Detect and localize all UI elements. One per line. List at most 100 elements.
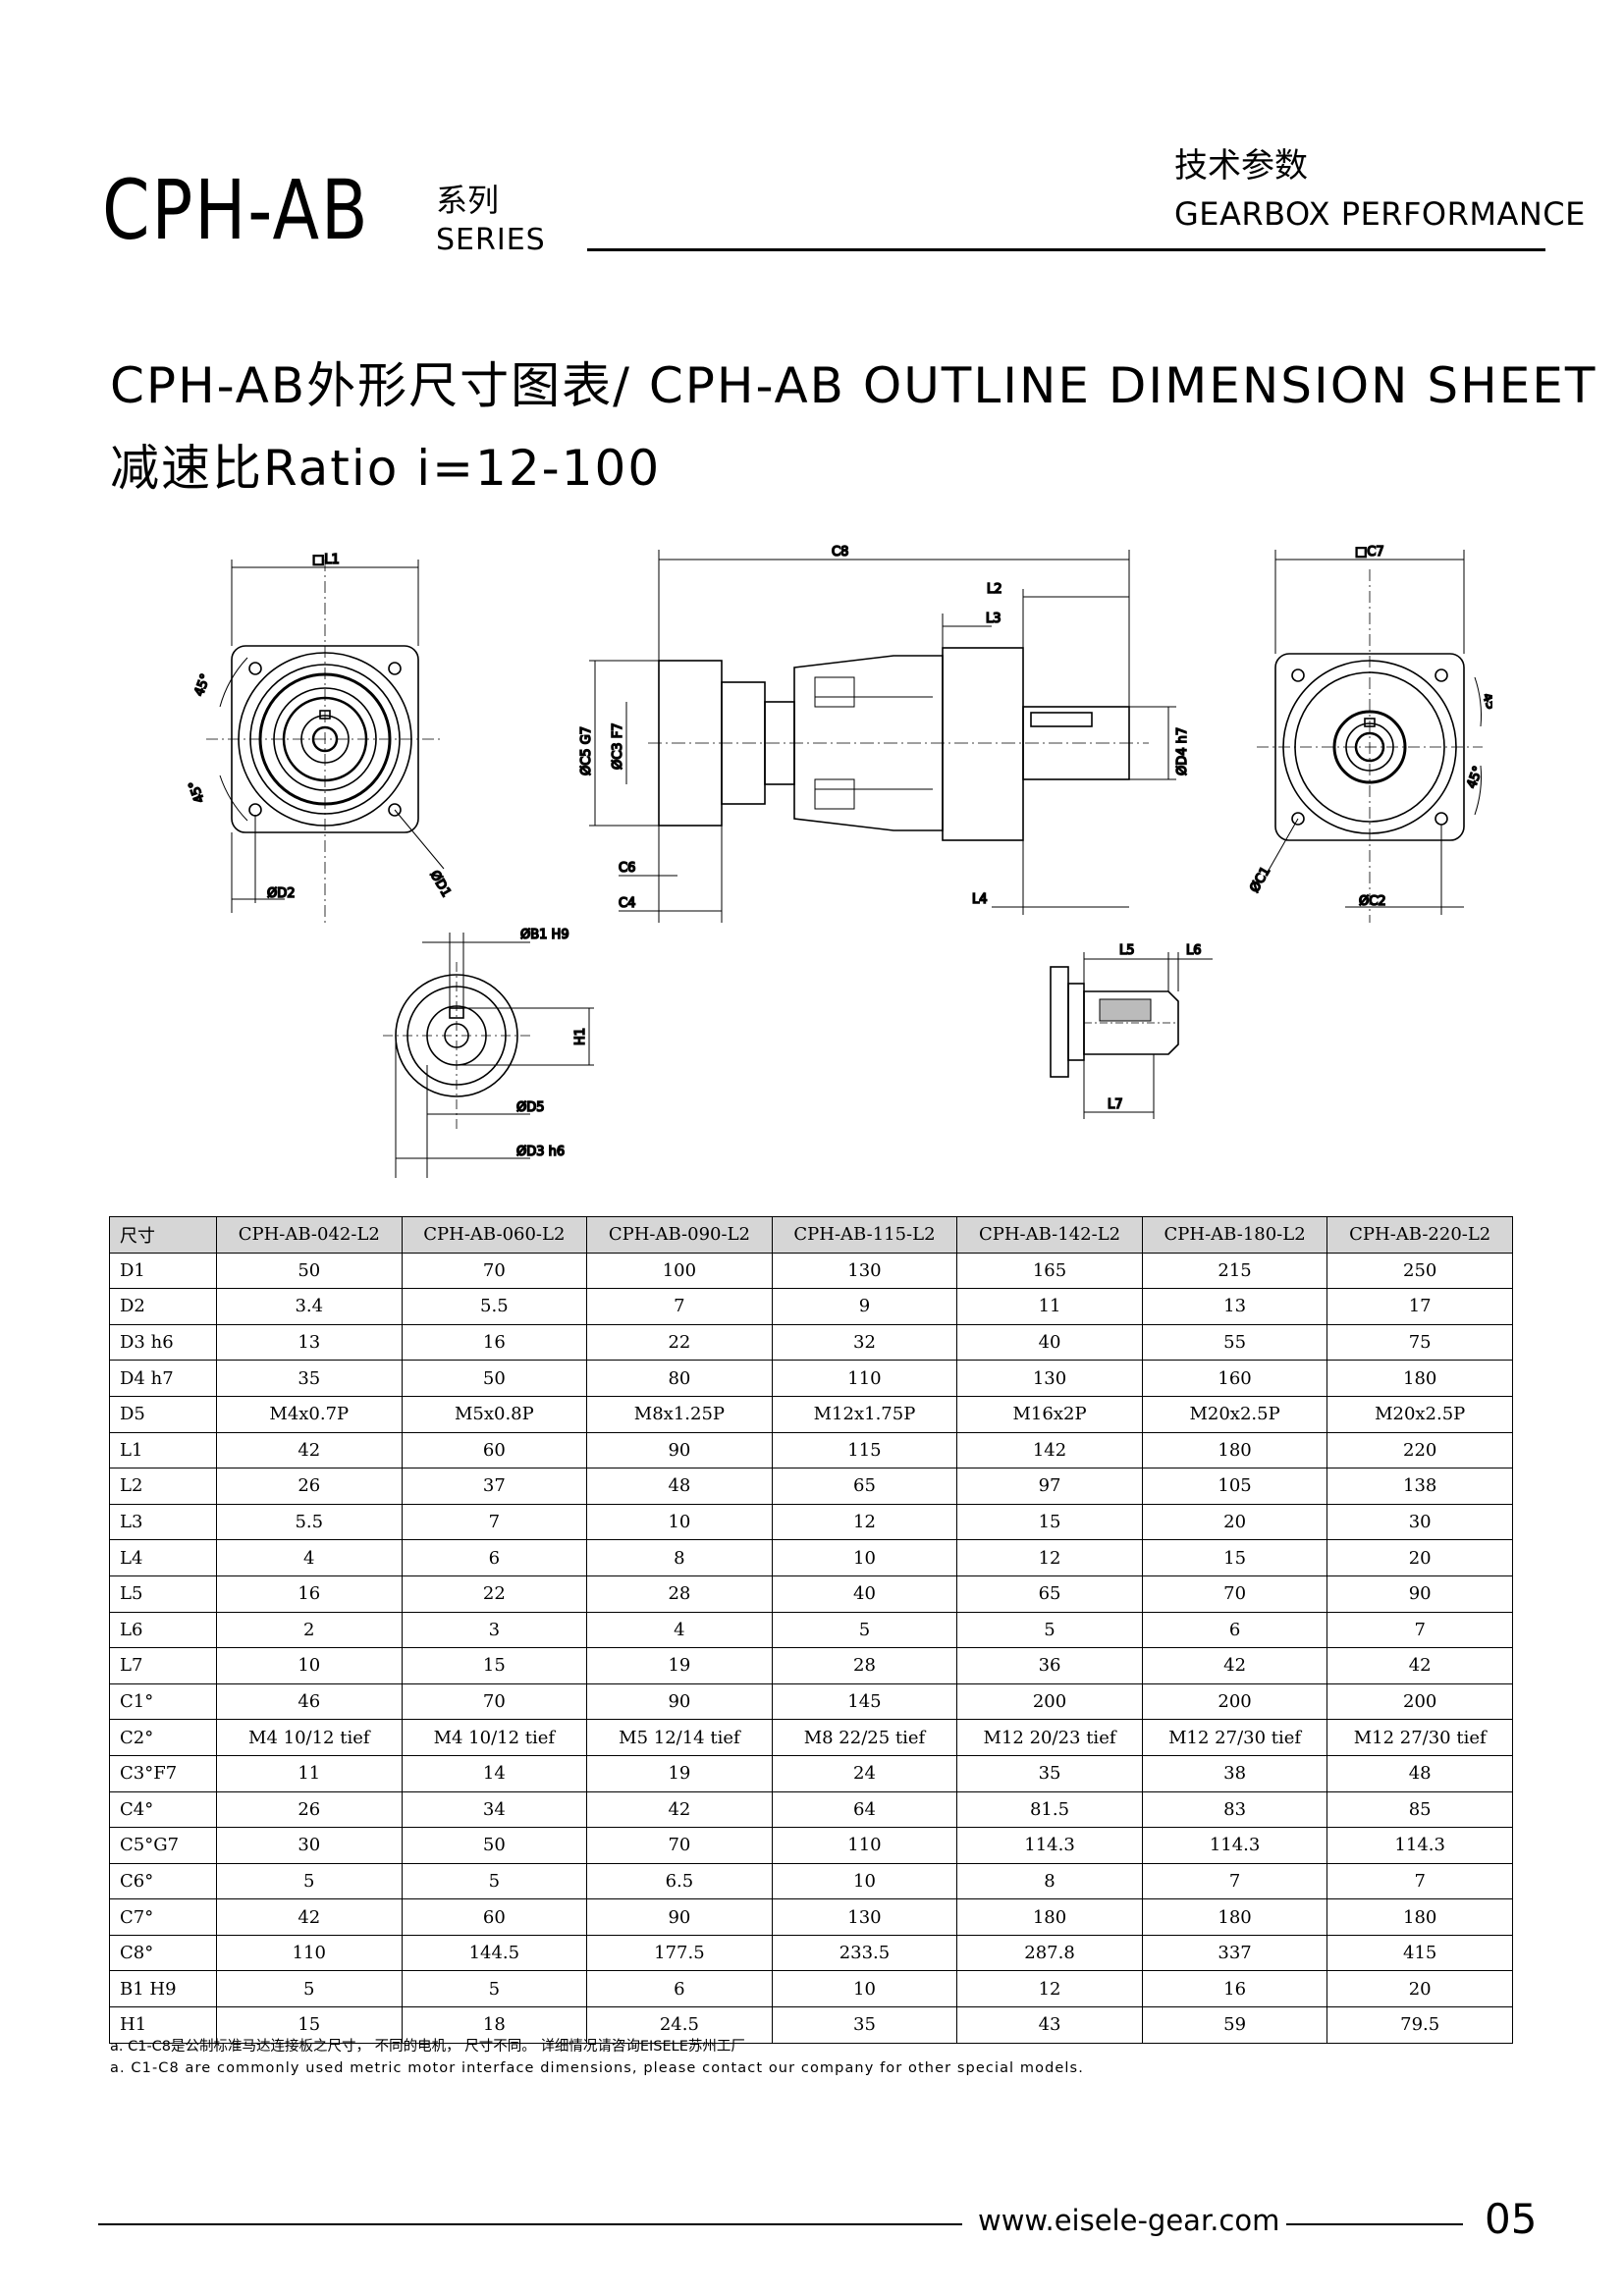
table-cell: 4 (216, 1539, 403, 1576)
table-cell: 5 (401, 1862, 588, 1900)
table-cell: 42 (1141, 1647, 1328, 1684)
table-cell: 50 (401, 1827, 588, 1864)
table-cell: M8 22/25 tief (771, 1719, 958, 1756)
table-row-label: D3 h6 (109, 1323, 217, 1362)
table-cell: 60 (401, 1431, 588, 1469)
table-cell: M4 10/12 tief (401, 1719, 588, 1756)
label-L4: L4 (972, 892, 988, 907)
table-cell: 180 (1141, 1431, 1328, 1469)
table-cell: 130 (771, 1252, 958, 1290)
table-row-label: C1° (109, 1682, 217, 1721)
table-cell: 38 (1141, 1754, 1328, 1792)
table-cell: 80 (586, 1360, 773, 1397)
label-H1: H1 (573, 1028, 588, 1045)
table-cell: 28 (771, 1647, 958, 1684)
table-cell: 20 (1326, 1970, 1513, 2008)
table-cell: 24.5 (586, 2006, 773, 2044)
table-header-model: CPH-AB-180-L2 (1141, 1216, 1328, 1254)
table-cell: 337 (1141, 1934, 1328, 1972)
table-header-model: CPH-AB-090-L2 (586, 1216, 773, 1254)
table-cell: 16 (401, 1323, 588, 1362)
table-cell: 18 (401, 2006, 588, 2044)
table-cell: 200 (956, 1682, 1143, 1721)
outline-drawing: □L1 ØD2 ØD1 45° 45° (187, 544, 1492, 1178)
footnote-en: a. C1-C8 are commonly used metric motor … (110, 2060, 1084, 2076)
table-cell: M16x2P (956, 1395, 1143, 1433)
table-cell: 6.5 (586, 1862, 773, 1900)
table-cell: 100 (586, 1252, 773, 1290)
table-row-label: L4 (109, 1539, 217, 1576)
table-row-label: D5 (109, 1395, 217, 1433)
table-cell: M12 20/23 tief (956, 1719, 1143, 1756)
table-cell: 12 (956, 1539, 1143, 1576)
label-B1: ØB1 H9 (520, 928, 569, 942)
label-L7: L7 (1108, 1097, 1123, 1112)
table-cell: 165 (956, 1252, 1143, 1290)
table-header-model: CPH-AB-115-L2 (771, 1216, 958, 1254)
table-cell: 35 (956, 1754, 1143, 1792)
table-cell: 180 (1326, 1898, 1513, 1936)
table-cell: 36 (956, 1647, 1143, 1684)
label-L6: L6 (1186, 943, 1202, 958)
table-cell: M5 12/14 tief (586, 1719, 773, 1756)
table-cell: 11 (956, 1288, 1143, 1325)
table-cell: 160 (1141, 1360, 1328, 1397)
table-cell: 12 (956, 1970, 1143, 2008)
table-row-label: C5°G7 (109, 1827, 217, 1864)
label-D2: ØD2 (267, 886, 296, 901)
table-cell: 250 (1326, 1252, 1513, 1290)
table-cell: 55 (1141, 1323, 1328, 1362)
table-cell: M8x1.25P (586, 1395, 773, 1433)
table-cell: 75 (1326, 1323, 1513, 1362)
table-cell: 13 (216, 1323, 403, 1362)
label-deg2: 45° (187, 778, 208, 805)
label-D4: ØD4 h7 (1175, 727, 1190, 775)
table-row-label: D4 h7 (109, 1360, 217, 1397)
table-row-label: D1 (109, 1252, 217, 1290)
table-cell: 5 (956, 1611, 1143, 1649)
table-cell: 70 (401, 1252, 588, 1290)
table-cell: M20x2.5P (1326, 1395, 1513, 1433)
table-cell: 79.5 (1326, 2006, 1513, 2044)
table-cell: 13 (1141, 1288, 1328, 1325)
table-cell: 16 (216, 1575, 403, 1613)
header-divider (587, 248, 1545, 251)
table-row-label: L3 (109, 1503, 217, 1541)
label-D3: ØD3 h6 (516, 1145, 565, 1159)
front-view (206, 560, 445, 923)
table-cell: 24 (771, 1754, 958, 1792)
table-cell: 10 (771, 1970, 958, 2008)
table-cell: 10 (586, 1503, 773, 1541)
table-cell: 70 (586, 1827, 773, 1864)
table-cell: 16 (1141, 1970, 1328, 2008)
table-cell: 110 (771, 1360, 958, 1397)
table-cell: 65 (956, 1575, 1143, 1613)
table-cell: 90 (586, 1682, 773, 1721)
table-cell: 7 (1326, 1862, 1513, 1900)
table-cell: 11 (216, 1754, 403, 1792)
table-row-label: H1 (109, 2006, 217, 2044)
table-cell: 30 (1326, 1503, 1513, 1541)
table-cell: 97 (956, 1468, 1143, 1505)
table-row-label: L6 (109, 1611, 217, 1649)
ratio-subtitle: 减速比Ratio i=12-100 (110, 440, 662, 497)
table-cell: 110 (771, 1827, 958, 1864)
table-row-label: L5 (109, 1575, 217, 1613)
table-cell: M12x1.75P (771, 1395, 958, 1433)
table-row-label: B1 H9 (109, 1970, 217, 2008)
table-cell: 42 (586, 1790, 773, 1829)
table-cell: 70 (401, 1682, 588, 1721)
